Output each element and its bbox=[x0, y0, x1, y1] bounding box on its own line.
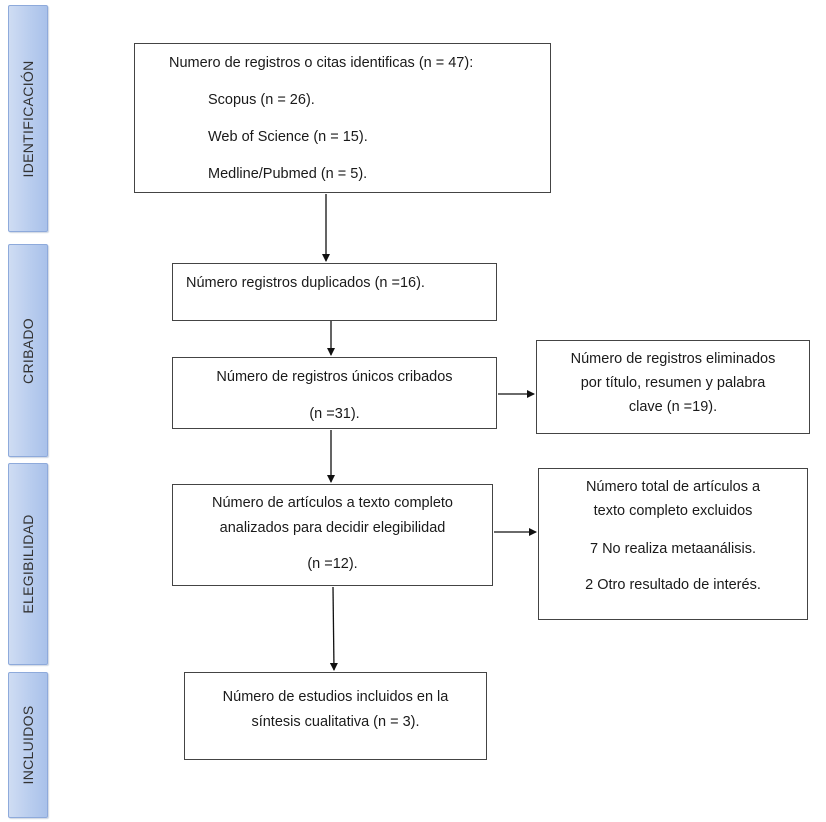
arrow-fulltext-to-included bbox=[329, 586, 338, 671]
fulltext-line-2: analizados para decidir elegibilidad bbox=[219, 520, 446, 536]
excluded-line-2: texto completo excluidos bbox=[593, 503, 753, 519]
source-medline-pubmed: Medline/Pubmed (n = 5). bbox=[208, 166, 368, 182]
duplicates-text: Número registros duplicados (n =16). bbox=[186, 275, 425, 291]
included-studies-box: Número de estudios incluidos en la sínte… bbox=[184, 672, 487, 760]
phase-bar-cribado: CRIBADO bbox=[8, 244, 48, 457]
removed-records-box: Número de registros eliminados por títul… bbox=[536, 340, 810, 434]
phase-bar-identificacion: IDENTIFICACIÓN bbox=[8, 5, 48, 232]
phase-bar-elegibilidad: ELEGIBILIDAD bbox=[8, 463, 48, 665]
fulltext-assessed-box: Número de artículos a texto completo ana… bbox=[172, 484, 493, 586]
fulltext-line-3: (n =12). bbox=[307, 556, 358, 572]
identified-records-box: Numero de registros o citas identificas … bbox=[134, 43, 551, 193]
screened-line-1: Número de registros únicos cribados bbox=[216, 369, 453, 385]
fulltext-line-1: Número de artículos a texto completo bbox=[212, 495, 453, 511]
included-line-2: síntesis cualitativa (n = 3). bbox=[251, 714, 420, 730]
identified-title: Numero de registros o citas identificas … bbox=[169, 55, 474, 71]
source-web-of-science: Web of Science (n = 15). bbox=[208, 129, 368, 145]
excluded-reason-2: 2 Otro resultado de interés. bbox=[585, 577, 761, 593]
fulltext-excluded-box: Número total de artículos a texto comple… bbox=[538, 468, 808, 620]
duplicates-box: Número registros duplicados (n =16). bbox=[172, 263, 497, 321]
included-line-1: Número de estudios incluidos en la bbox=[222, 689, 449, 705]
phase-bar-incluidos: INCLUIDOS bbox=[8, 672, 48, 818]
screened-records-box: Número de registros únicos cribados (n =… bbox=[172, 357, 497, 429]
excluded-reason-1: 7 No realiza metaanálisis. bbox=[589, 541, 757, 557]
removed-line-1: Número de registros eliminados bbox=[570, 351, 776, 367]
removed-line-2: por título, resumen y palabra bbox=[580, 375, 766, 391]
screened-line-2: (n =31). bbox=[309, 406, 360, 422]
source-scopus: Scopus (n = 26). bbox=[208, 92, 315, 108]
removed-line-3: clave (n =19). bbox=[628, 399, 718, 415]
excluded-line-1: Número total de artículos a bbox=[585, 479, 761, 495]
